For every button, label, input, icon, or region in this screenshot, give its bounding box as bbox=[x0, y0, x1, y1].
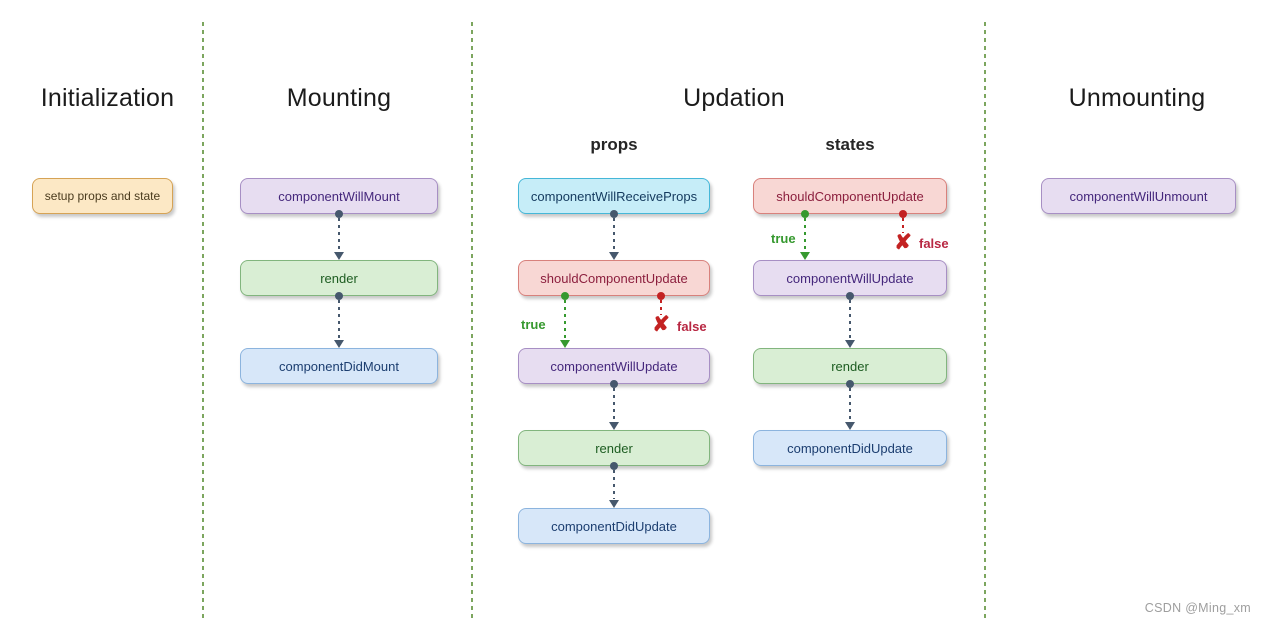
node-props-should-component-update: shouldComponentUpdate bbox=[518, 260, 710, 296]
x-mark-icon: ✘ bbox=[652, 313, 670, 336]
arrow-down-icon bbox=[843, 292, 857, 348]
arrow-down-icon bbox=[607, 462, 621, 508]
section-title-unmounting: Unmounting bbox=[1068, 84, 1206, 112]
column-label-states: states bbox=[825, 135, 875, 154]
arrow-down-icon bbox=[607, 210, 621, 260]
node-component-will-mount: componentWillMount bbox=[240, 178, 438, 214]
arrow-down-icon bbox=[332, 292, 346, 348]
section-title-mounting: Mounting bbox=[286, 84, 392, 112]
section-divider bbox=[202, 22, 204, 618]
node-component-will-receive-props: componentWillReceiveProps bbox=[518, 178, 710, 214]
branch-label-true: true bbox=[771, 231, 796, 246]
branch-label-true: true bbox=[521, 317, 546, 332]
node-mounting-render: render bbox=[240, 260, 438, 296]
node-states-should-component-update: shouldComponentUpdate bbox=[753, 178, 947, 214]
branch-label-false: false bbox=[677, 319, 707, 334]
arrow-down-icon bbox=[607, 380, 621, 430]
section-divider bbox=[471, 22, 473, 618]
x-mark-icon: ✘ bbox=[894, 231, 912, 254]
branch-label-false: false bbox=[919, 236, 949, 251]
column-label-props: props bbox=[590, 135, 638, 154]
node-props-render: render bbox=[518, 430, 710, 466]
section-title-updation: Updation bbox=[683, 84, 785, 112]
section-title-initialization: Initialization bbox=[40, 84, 175, 112]
arrow-false-icon bbox=[896, 210, 910, 234]
node-props-component-will-update: componentWillUpdate bbox=[518, 348, 710, 384]
arrow-down-icon bbox=[843, 380, 857, 430]
node-states-component-will-update: componentWillUpdate bbox=[753, 260, 947, 296]
arrow-down-icon bbox=[332, 210, 346, 260]
arrow-false-icon bbox=[654, 292, 668, 316]
node-states-render: render bbox=[753, 348, 947, 384]
section-divider bbox=[984, 22, 986, 618]
node-component-will-unmount: componentWillUnmount bbox=[1041, 178, 1236, 214]
arrow-true-icon bbox=[558, 292, 572, 348]
node-setup-props-and-state: setup props and state bbox=[32, 178, 173, 214]
node-props-component-did-update: componentDidUpdate bbox=[518, 508, 710, 544]
node-component-did-mount: componentDidMount bbox=[240, 348, 438, 384]
node-states-component-did-update: componentDidUpdate bbox=[753, 430, 947, 466]
watermark: CSDN @Ming_xm bbox=[1144, 601, 1251, 615]
arrow-true-icon bbox=[798, 210, 812, 260]
